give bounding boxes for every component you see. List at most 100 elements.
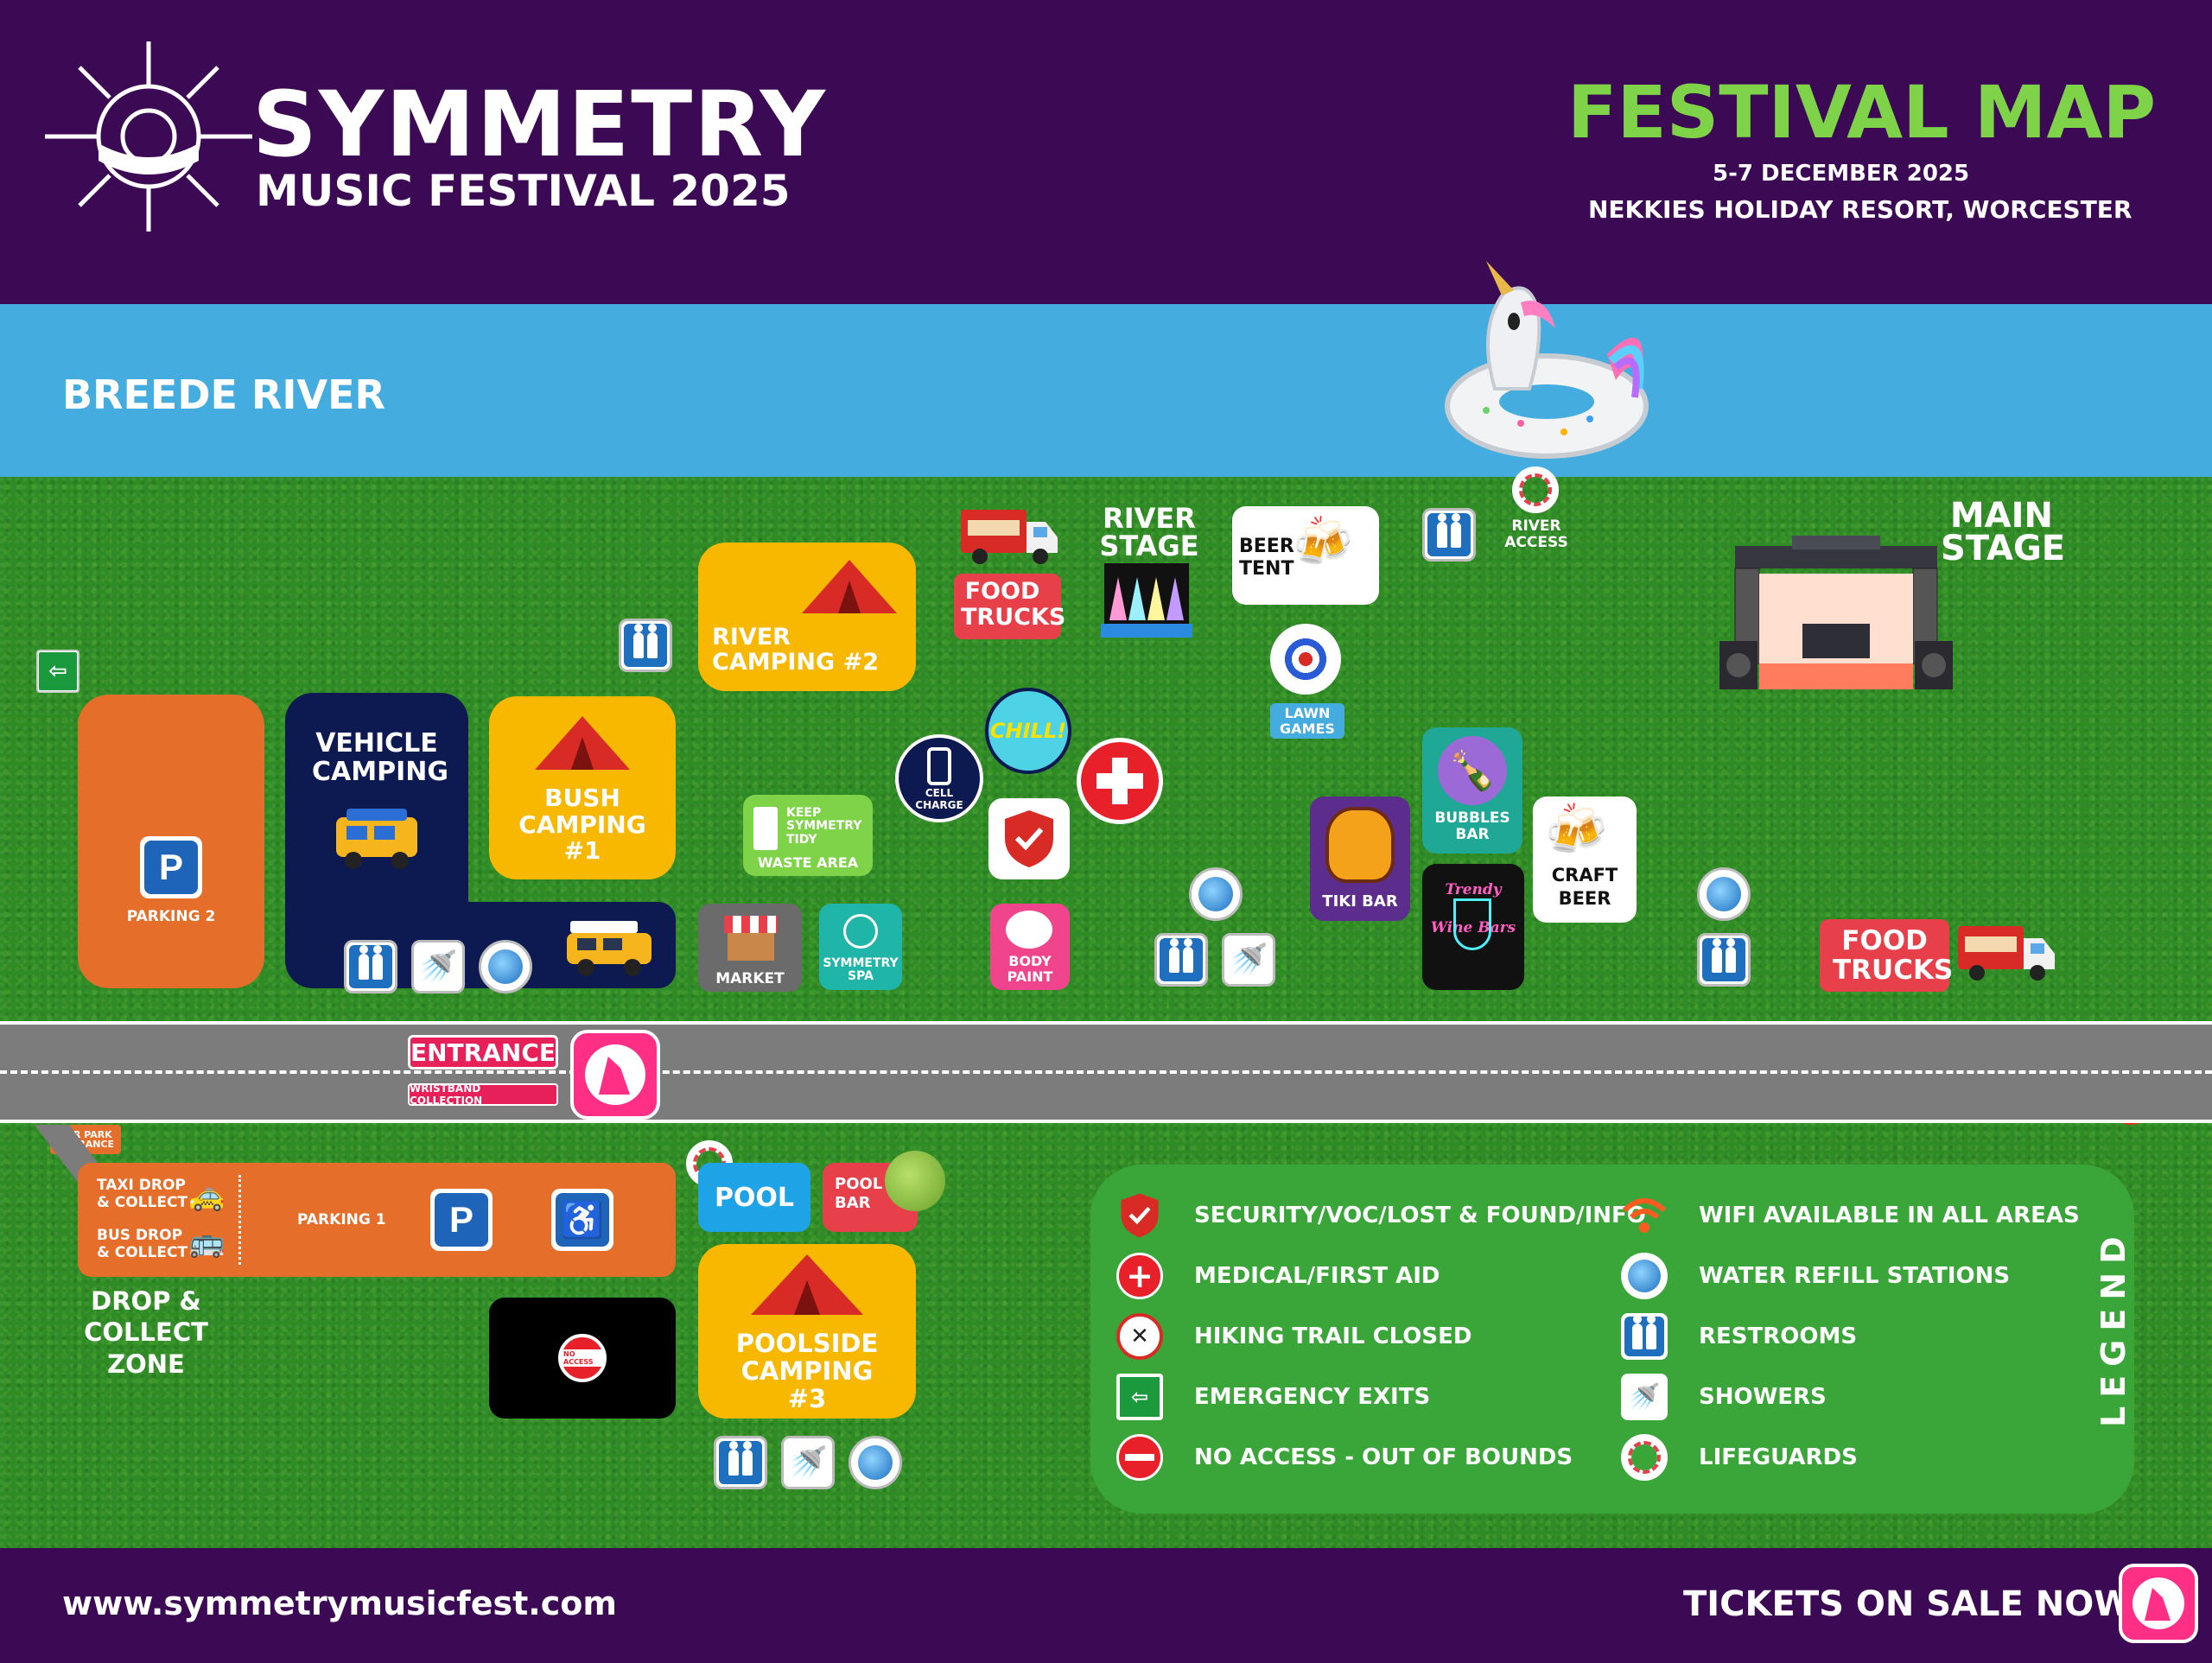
- restroom-icon: [619, 619, 672, 672]
- shield-icon: [1116, 1192, 1163, 1239]
- parking1-label: PARKING 1: [297, 1211, 386, 1228]
- body-paint-card[interactable]: BODY PAINT: [990, 904, 1070, 990]
- tiki-mask-icon: [1325, 807, 1395, 883]
- vehicle-camping-label: VEHICLE CAMPING: [312, 728, 448, 787]
- spa-label: SYMMETRY SPA: [823, 956, 899, 984]
- water-drop-icon: [1697, 867, 1751, 921]
- river-access-label: RIVER ACCESS: [1504, 517, 1568, 551]
- cell-charge-badge[interactable]: CELL CHARGE: [895, 734, 983, 822]
- water-drop-icon: [479, 940, 532, 993]
- brand-title: SYMMETRY: [252, 72, 827, 177]
- legend-item: EMERGENCY EXITS: [1194, 1384, 1431, 1410]
- market-label: MARKET: [715, 970, 785, 987]
- spa-lotus-icon: [843, 914, 878, 949]
- food-trucks-top-label: FOOD TRUCKS: [954, 574, 1066, 639]
- main-stage-icon: [1719, 534, 1953, 698]
- parking-icon: P: [140, 835, 202, 898]
- security-badge[interactable]: [988, 798, 1070, 879]
- target-icon: [1270, 624, 1341, 695]
- paint-palette-icon: [1006, 911, 1052, 949]
- market-stall-icon: [721, 912, 781, 966]
- waste-area-card[interactable]: KEEP SYMMETRY TIDY WASTE AREA: [743, 795, 873, 876]
- legend-item: LIFEGUARDS: [1699, 1444, 1858, 1470]
- craft-beer-card[interactable]: 🍻 CRAFT BEER: [1533, 797, 1637, 923]
- water-drop-icon: [1621, 1253, 1668, 1299]
- tickets-cta[interactable]: TICKETS ON SALE NOW: [1683, 1584, 2133, 1624]
- market-card[interactable]: MARKET: [698, 904, 802, 992]
- river-band: [0, 304, 2212, 477]
- website-link[interactable]: www.symmetrymusicfest.com: [62, 1584, 617, 1622]
- festival-dates: 5-7 DECEMBER 2025: [1713, 161, 1970, 187]
- restroom-icon: [1621, 1313, 1668, 1360]
- bush-camping-zone[interactable]: BUSH CAMPING #1: [489, 696, 676, 879]
- restroom-icon: [1422, 508, 1476, 562]
- chill-label: CHILL!: [989, 719, 1067, 743]
- tiki-bar-card[interactable]: TIKI BAR: [1310, 797, 1410, 921]
- keep-tidy-label: KEEP SYMMETRY TIDY: [786, 806, 862, 847]
- footer-band: [0, 1548, 2212, 1663]
- food-trucks-right-label-box: FOOD TRUCKS: [1820, 919, 1953, 992]
- river-stage-icon: [1101, 560, 1192, 643]
- waste-area-label: WASTE AREA: [757, 854, 859, 871]
- chill-badge[interactable]: CHILL!: [985, 688, 1071, 774]
- food-truck-icon: [1956, 923, 2056, 988]
- parking2-zone[interactable]: P PARKING 2: [78, 695, 264, 988]
- legend-item: SECURITY/VOC/LOST & FOUND/INFO: [1194, 1203, 1646, 1228]
- coconut-drink-icon: [885, 1151, 945, 1211]
- brand-subtitle: MUSIC FESTIVAL 2025: [256, 166, 791, 216]
- legend-item: MEDICAL/FIRST AID: [1194, 1263, 1440, 1289]
- shower-icon: 🚿: [1621, 1374, 1668, 1420]
- restroom-icon: [714, 1436, 767, 1489]
- emergency-exit-icon: ⇦: [36, 650, 79, 693]
- unicorn-float-icon: [1434, 259, 1659, 467]
- food-trucks-label: FOOD TRUCKS: [961, 578, 1066, 631]
- medical-badge[interactable]: [1077, 738, 1163, 824]
- legend-panel: [1090, 1165, 2134, 1514]
- beer-tent-card[interactable]: BEER TENT 🍻: [1232, 506, 1379, 605]
- tent-icon: [793, 555, 906, 620]
- spa-card[interactable]: SYMMETRY SPA: [819, 904, 902, 990]
- parking-icon: P: [430, 1189, 493, 1251]
- phone-icon: [927, 747, 951, 785]
- festival-wolf-logo-icon[interactable]: [2119, 1564, 2198, 1643]
- pool-bar-label: POOL BAR: [835, 1175, 883, 1212]
- lifebuoy-icon: [1621, 1434, 1668, 1481]
- poolside-camping-zone[interactable]: POOLSIDE CAMPING #3: [698, 1244, 916, 1419]
- cell-charge-label: CELL CHARGE: [915, 787, 963, 811]
- emergency-exit-icon: ⇦: [1116, 1374, 1163, 1420]
- no-access-zone: NO ACCESS: [489, 1298, 676, 1419]
- shower-icon: 🚿: [411, 940, 465, 993]
- bush-camping-label: BUSH CAMPING #1: [518, 783, 646, 866]
- wifi-icon: [1621, 1192, 1668, 1239]
- river-camping-zone[interactable]: RIVER CAMPING #2: [698, 543, 916, 691]
- legend-title: LEGEND: [2094, 1228, 2133, 1427]
- lawn-games-label: LAWN GAMES: [1270, 703, 1344, 739]
- legend-item: NO ACCESS - OUT OF BOUNDS: [1194, 1444, 1573, 1470]
- wine-bar-card[interactable]: Trendy Wine Bars: [1422, 864, 1524, 990]
- tent-icon: [742, 1249, 872, 1322]
- camper-car-icon: [562, 914, 657, 987]
- entrance-label: ENTRANCE: [410, 1038, 556, 1067]
- sun-logo-icon: [45, 41, 252, 232]
- restroom-icon: [1697, 933, 1751, 987]
- vehicle-camping-zone[interactable]: VEHICLE CAMPING: [285, 693, 468, 988]
- wristband-sign: WRISTBAND COLLECTION: [408, 1082, 558, 1107]
- festival-wolf-logo-icon: [570, 1030, 660, 1120]
- medical-cross-icon: [1096, 758, 1143, 804]
- legend-item: SHOWERS: [1699, 1384, 1827, 1410]
- legend-item: WIFI AVAILABLE IN ALL AREAS: [1699, 1203, 2080, 1228]
- legend-item: RESTROOMS: [1699, 1323, 1858, 1349]
- river-camping-label: RIVER CAMPING #2: [712, 623, 879, 676]
- accessible-parking-icon: ♿: [551, 1189, 613, 1251]
- poolside-camping-label: POOLSIDE CAMPING #3: [735, 1329, 879, 1413]
- bubbles-bar-card[interactable]: 🍾 BUBBLES BAR: [1422, 727, 1522, 854]
- pool-card[interactable]: POOL: [698, 1163, 810, 1232]
- shower-icon: 🚿: [781, 1436, 835, 1489]
- water-drop-icon: [849, 1436, 902, 1489]
- wine-glass-icon: [1453, 898, 1491, 950]
- entrance-sign[interactable]: ENTRANCE: [408, 1035, 558, 1070]
- no-access-icon: NO ACCESS: [558, 1334, 607, 1382]
- car-park-entrance-label: CAR PARK ENTRANCE: [57, 1129, 114, 1150]
- beer-mugs-icon: 🍻: [1293, 514, 1353, 570]
- bubbles-bar-label: BUBBLES BAR: [1434, 809, 1510, 843]
